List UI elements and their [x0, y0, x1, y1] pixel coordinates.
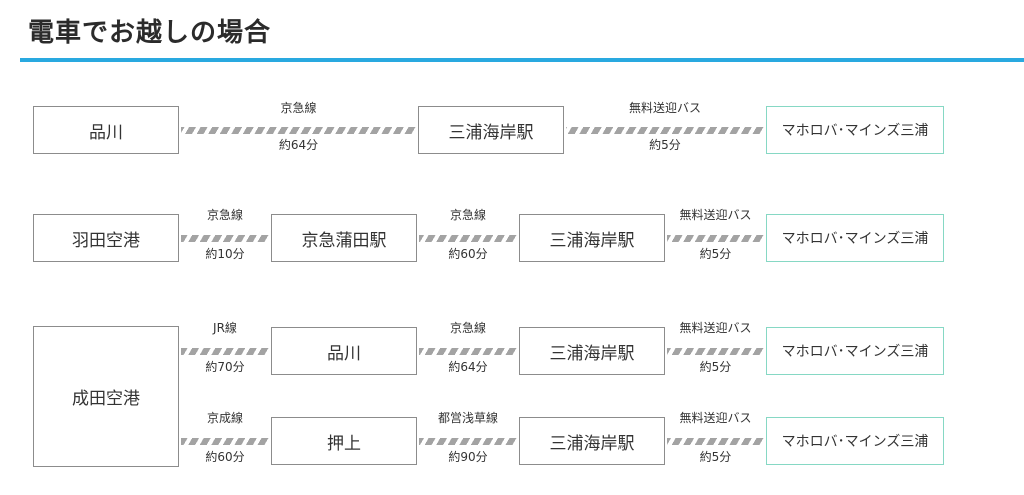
dashed-line [566, 127, 764, 134]
line-label: 京急線 [449, 208, 486, 222]
dashed-line [181, 127, 416, 134]
line-label: 無料送迎バス [628, 101, 701, 115]
route-connector: 京急線 約64分 [419, 321, 517, 375]
route-connector: 京急線 約10分 [181, 208, 269, 262]
station-box-narita: 成田空港 [33, 326, 179, 467]
station-box-shinagawa: 品川 [33, 106, 179, 154]
travel-time: 約5分 [699, 450, 732, 464]
line-label: 京成線 [206, 411, 243, 425]
travel-time: 約70分 [205, 360, 245, 374]
station-box-miura-kaigan: 三浦海岸駅 [519, 327, 665, 375]
station-box-oshiage: 押上 [271, 417, 417, 465]
route-connector: 都営浅草線 約90分 [419, 411, 517, 465]
route-connector: 無料送迎バス 約5分 [566, 101, 764, 154]
dashed-line [181, 438, 269, 445]
route-connector: 京急線 約60分 [419, 208, 517, 262]
travel-time: 約10分 [205, 247, 245, 261]
line-label: 京急線 [449, 321, 486, 335]
dashed-line [181, 235, 269, 242]
travel-time: 約5分 [699, 247, 732, 261]
travel-time: 約64分 [448, 360, 488, 374]
route-connector: 無料送迎バス 約5分 [667, 208, 764, 262]
destination-box: マホロバ･マインズ三浦 [766, 417, 944, 465]
station-box-miura-kaigan: 三浦海岸駅 [519, 214, 665, 262]
line-label: 無料送迎バス [679, 411, 752, 425]
route-connector: 京成線 約60分 [181, 411, 269, 465]
route-connector: 無料送迎バス 約5分 [667, 321, 764, 375]
travel-time: 約90分 [448, 450, 488, 464]
dashed-line [181, 348, 269, 355]
line-label: 京急線 [206, 208, 243, 222]
line-label: JR線 [213, 321, 237, 335]
travel-time: 約5分 [649, 138, 681, 152]
route-connector: 無料送迎バス 約5分 [667, 411, 764, 465]
line-label: 無料送迎バス [679, 321, 752, 335]
station-box-shinagawa: 品川 [271, 327, 417, 375]
station-box-keikyu-kamata: 京急蒲田駅 [271, 214, 417, 262]
station-box-haneda: 羽田空港 [33, 214, 179, 262]
travel-time: 約5分 [699, 360, 732, 374]
dashed-line [667, 438, 764, 445]
line-label: 無料送迎バス [679, 208, 752, 222]
dashed-line [419, 348, 517, 355]
station-box-miura-kaigan: 三浦海岸駅 [519, 417, 665, 465]
travel-time: 約60分 [205, 450, 245, 464]
line-label: 都営浅草線 [437, 411, 498, 425]
travel-time: 約64分 [278, 138, 319, 152]
station-box-miura-kaigan: 三浦海岸駅 [418, 106, 564, 154]
route-connector: 京急線 約64分 [181, 101, 416, 154]
route-connector: JR線 約70分 [181, 321, 269, 375]
dashed-line [667, 348, 764, 355]
destination-box: マホロバ･マインズ三浦 [766, 214, 944, 262]
destination-box: マホロバ･マインズ三浦 [766, 106, 944, 154]
dashed-line [419, 235, 517, 242]
travel-time: 約60分 [448, 247, 488, 261]
title-underline [20, 58, 1024, 62]
dashed-line [667, 235, 764, 242]
page-title: 電車でお越しの場合 [28, 18, 272, 48]
dashed-line [419, 438, 517, 445]
line-label: 京急線 [280, 101, 317, 115]
destination-box: マホロバ･マインズ三浦 [766, 327, 944, 375]
